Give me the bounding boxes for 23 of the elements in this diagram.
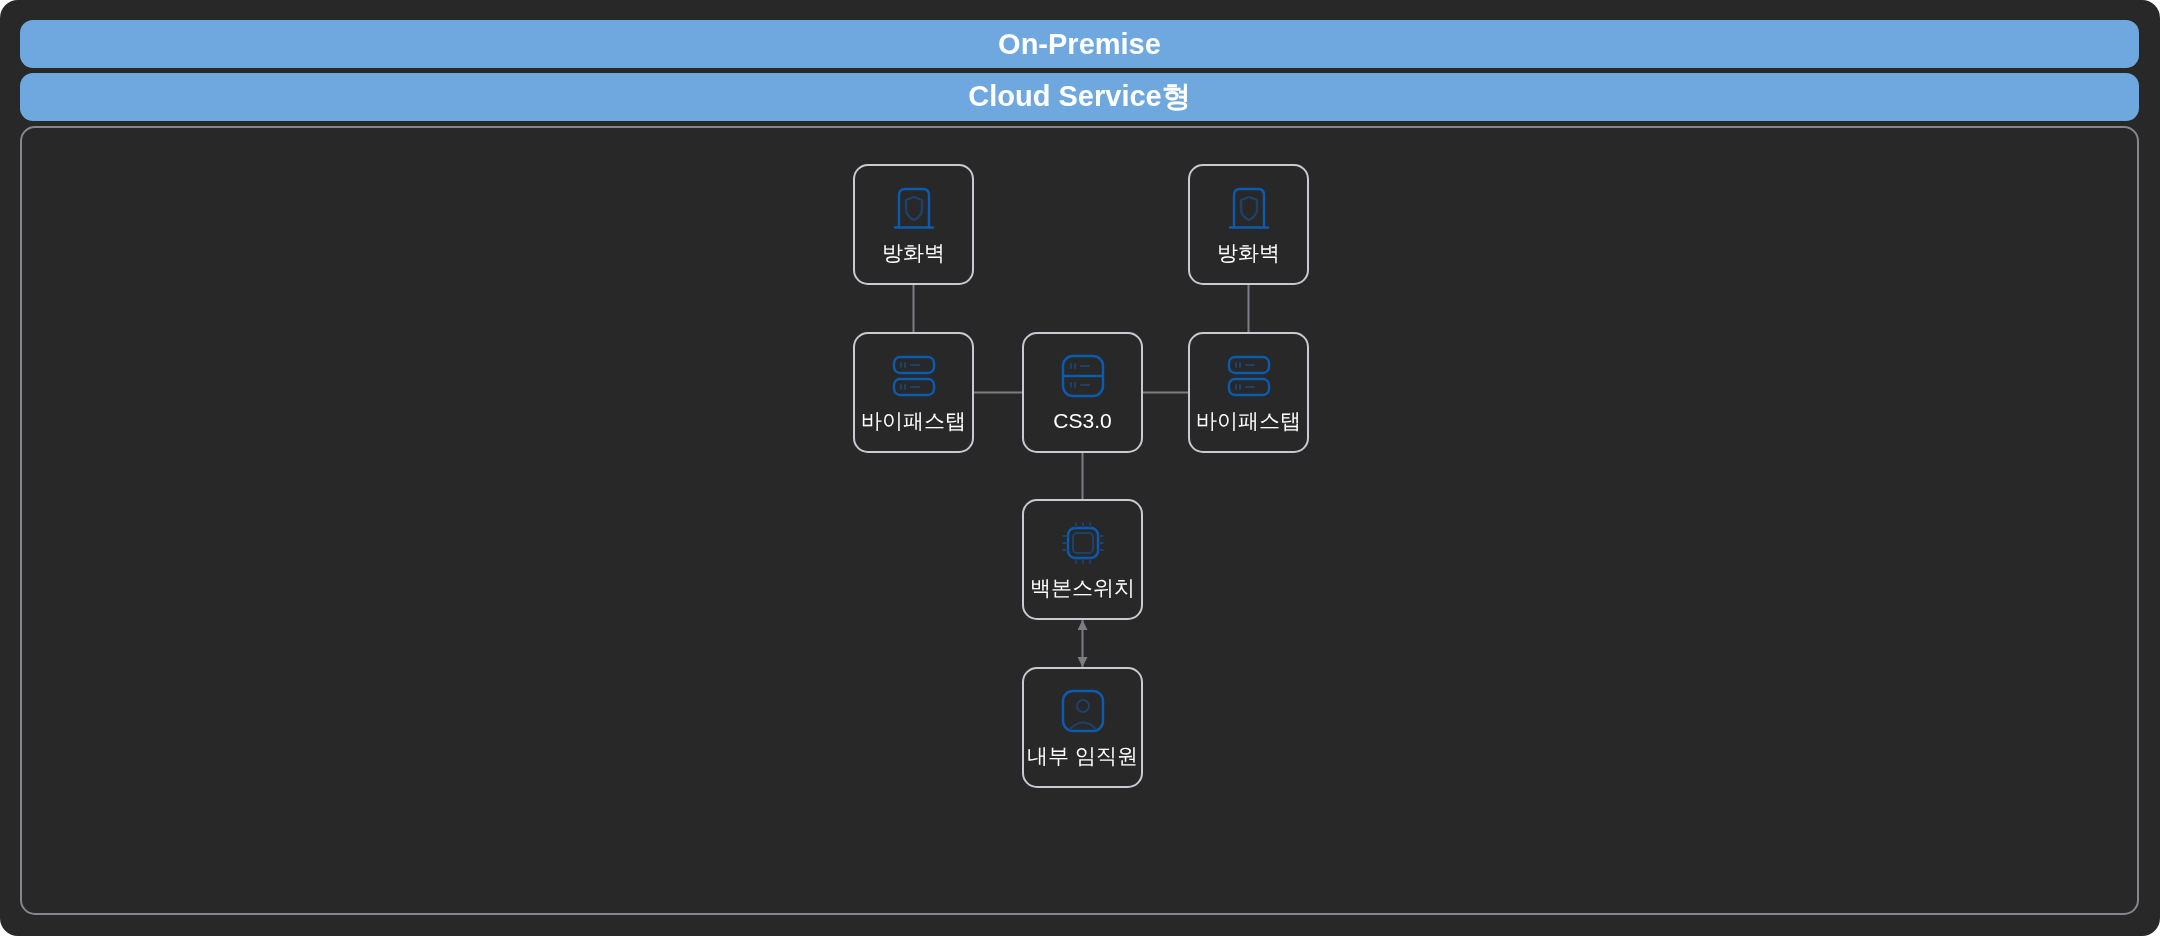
node-label: CS3.0 (1052, 408, 1113, 434)
title-band: On-Premise (20, 20, 2139, 68)
group-frame (20, 126, 2139, 915)
title-band: Cloud Service형 (20, 73, 2139, 121)
connector-line (1247, 284, 1250, 333)
connector-line (1081, 452, 1084, 500)
node-box (1022, 499, 1143, 620)
node-box (1022, 332, 1143, 453)
node-label: 내부 임직원 (1026, 743, 1139, 769)
node-box (1188, 164, 1309, 285)
node-box (853, 332, 974, 453)
arrow (1077, 619, 1088, 668)
node-box (853, 164, 974, 285)
node-label: 바이패스탭 (1195, 408, 1302, 434)
node-label: 방화벽 (1216, 240, 1281, 266)
node-box (1022, 667, 1143, 788)
node-label: 방화벽 (881, 240, 946, 266)
node-label: 바이패스탭 (860, 408, 967, 434)
connector-line (1142, 391, 1189, 394)
node-label: 백본스위치 (1029, 575, 1136, 601)
node-box (1188, 332, 1309, 453)
connector-line (912, 284, 915, 333)
connector-line (973, 391, 1023, 394)
